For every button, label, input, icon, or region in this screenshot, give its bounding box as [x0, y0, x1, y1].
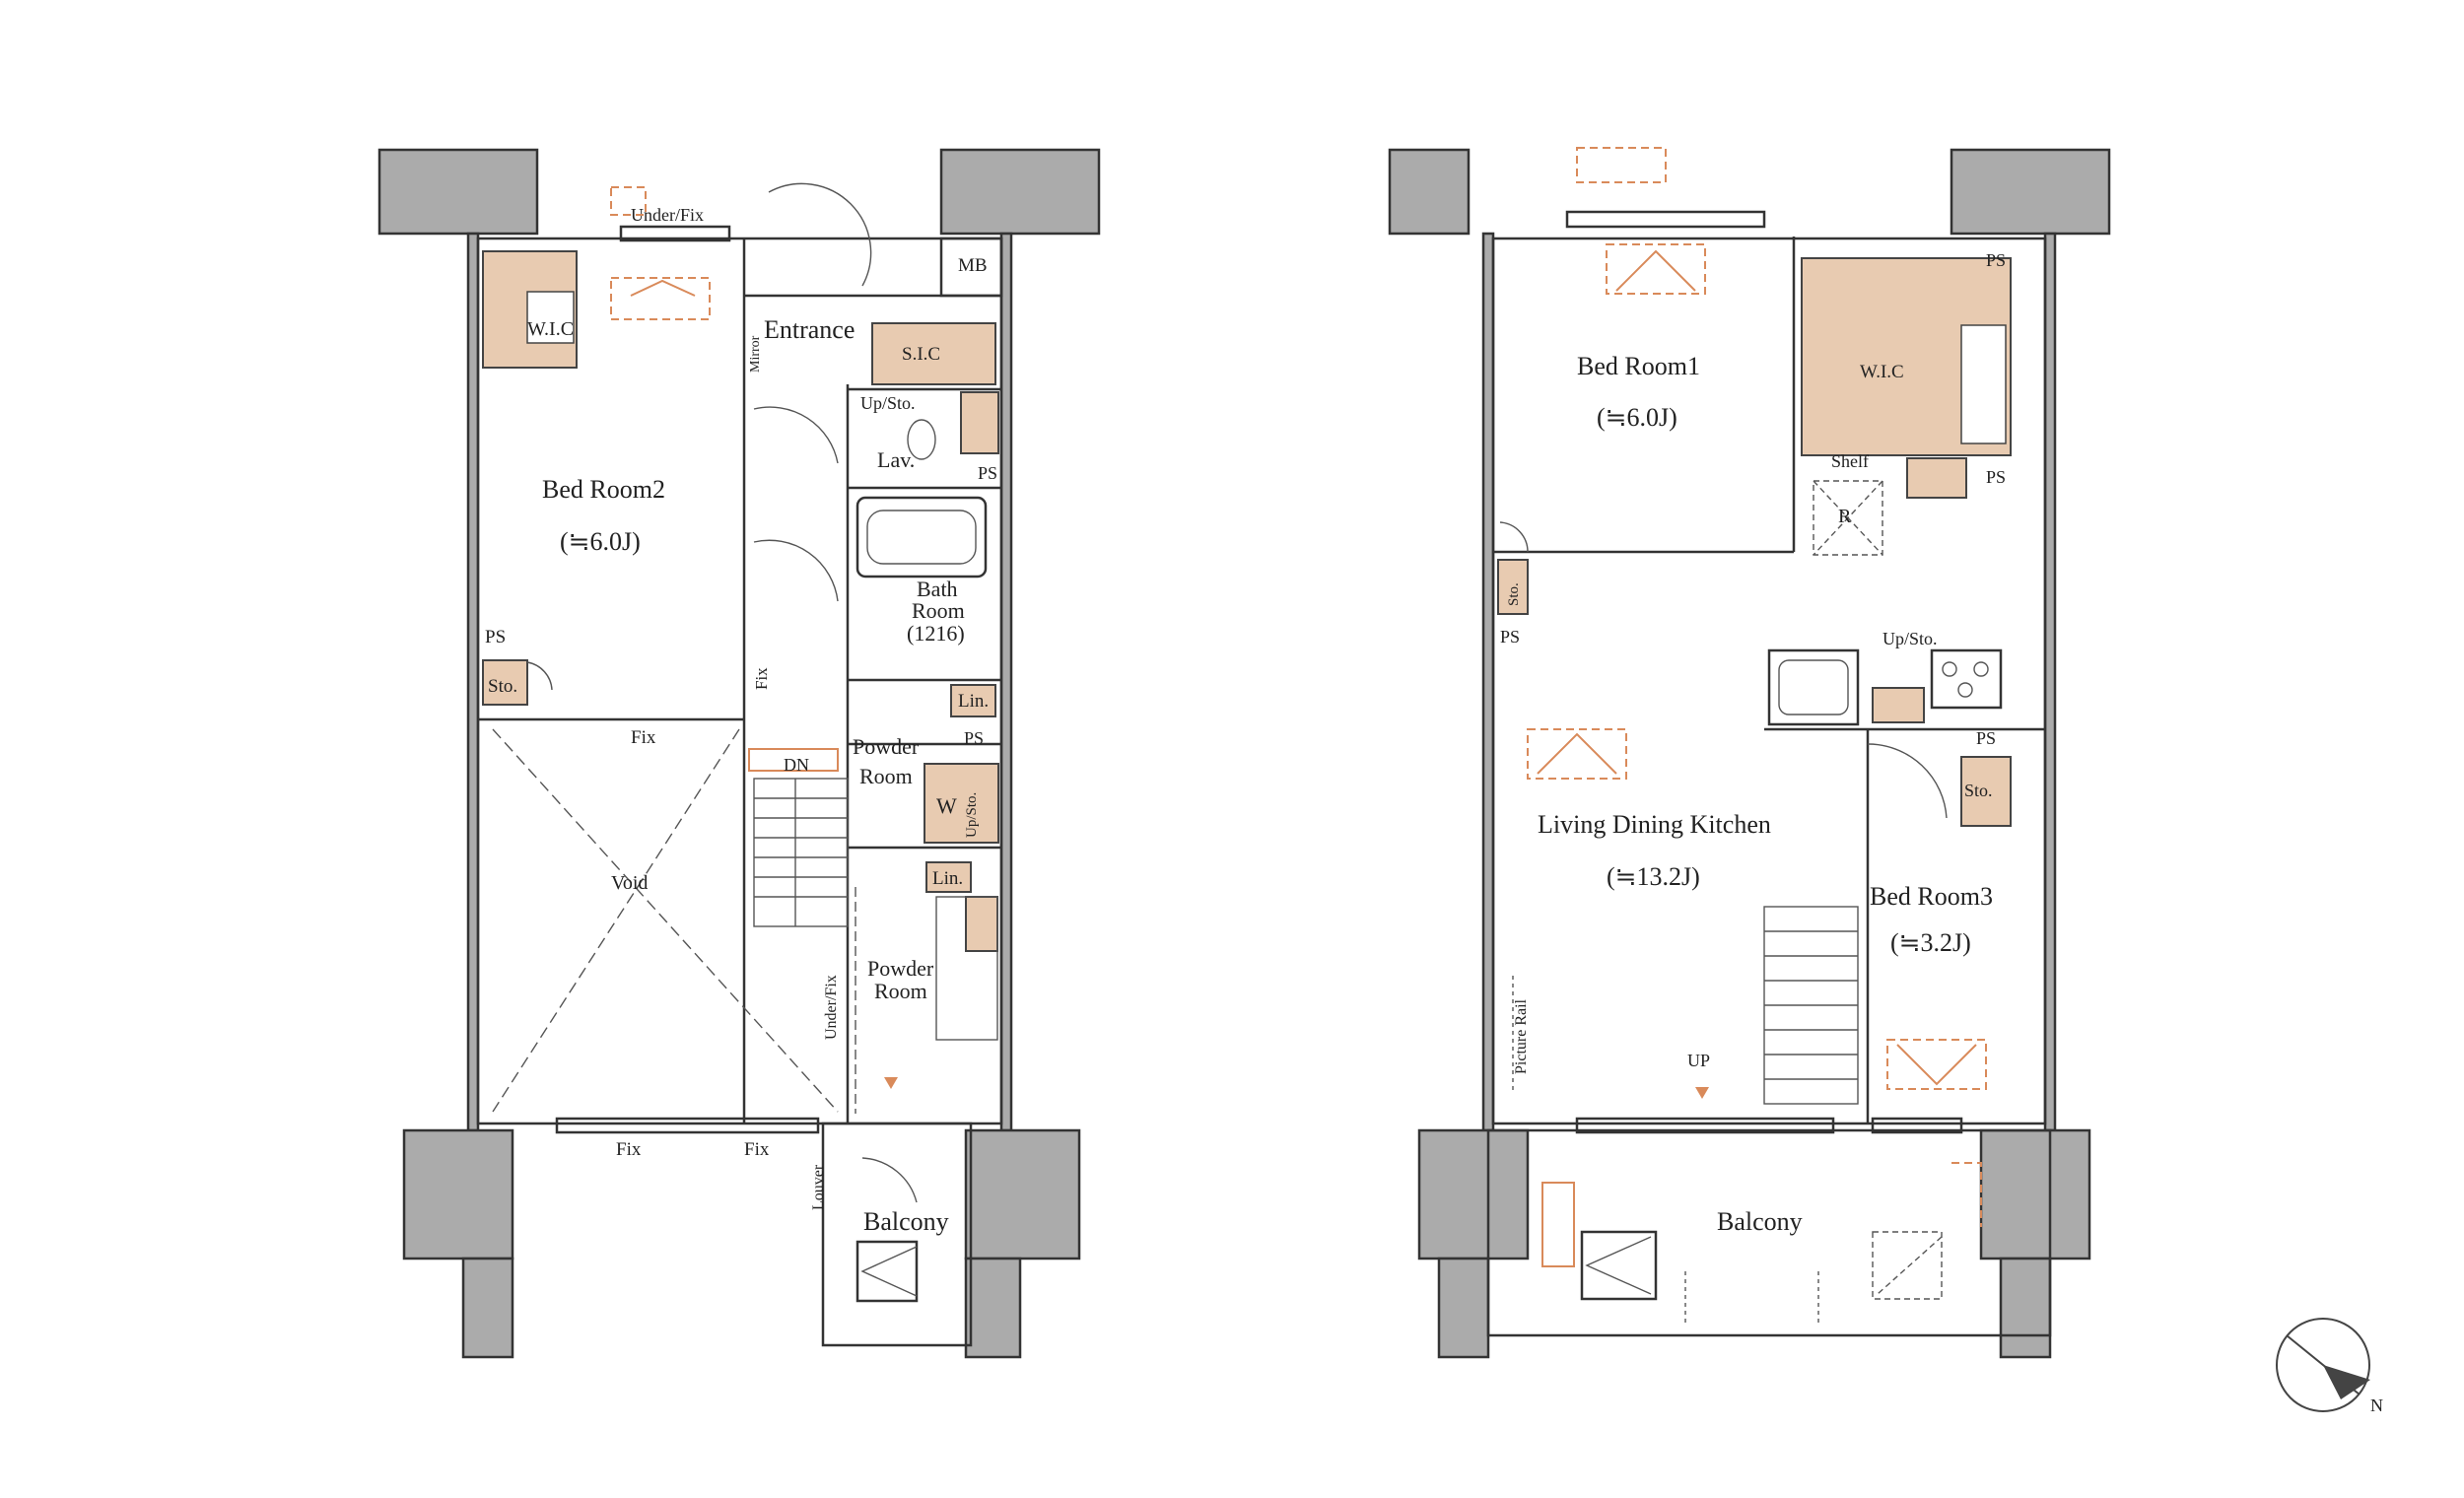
lin-label-2: Lin. — [932, 868, 963, 889]
bathtub — [856, 496, 988, 579]
bath-label-2: Room — [912, 598, 965, 623]
fix-label-2: Fix — [752, 667, 771, 690]
right-unit: Bed Room1 (≒6.0J) W.I.C Shelf PS PS R St… — [1388, 147, 2111, 1359]
ac-unit-right — [1580, 1230, 1658, 1301]
entrance-label: Entrance — [764, 315, 855, 344]
ldk-size: (≒13.2J) — [1607, 862, 1700, 891]
right-wic-label: W.I.C — [1860, 362, 1904, 382]
shelf-label: Shelf — [1831, 451, 1869, 471]
bed-room3-label: Bed Room3 — [1870, 882, 1993, 911]
mirror-label: Mirror — [748, 335, 763, 373]
louver-label: Louver — [810, 1164, 827, 1210]
void-label: Void — [611, 872, 648, 894]
washer-space — [924, 763, 999, 844]
stairs-right — [1763, 906, 1859, 1105]
bed-room2-label: Bed Room2 — [542, 475, 665, 504]
up-sto-label: Up/Sto. — [860, 393, 916, 413]
sto-label: Sto. — [488, 676, 517, 697]
bed-room3-size: (≒3.2J) — [1890, 928, 1971, 957]
washer-label: W — [936, 793, 957, 818]
powder-room-1-label-a: Powder — [853, 734, 920, 759]
up-label: UP — [1687, 1051, 1710, 1070]
stairs-left — [753, 778, 849, 927]
left-unit-walls — [377, 148, 1101, 1359]
fix-label-3: Fix — [616, 1139, 642, 1160]
ac-unit-left — [856, 1240, 919, 1303]
stove — [1930, 648, 2003, 710]
fix-label-4: Fix — [744, 1139, 770, 1160]
dn-label: DN — [784, 755, 809, 775]
ps-label-r-b: PS — [1986, 467, 2006, 487]
lin-label-1: Lin. — [958, 691, 989, 712]
right-balcony — [1486, 1128, 2052, 1337]
right-unit-outline — [1491, 237, 2047, 1125]
sic-label: S.I.C — [902, 344, 940, 365]
bath-label-1: Bath — [917, 577, 958, 601]
powder-room-1-label-b: Room — [859, 764, 913, 788]
north-label: N — [2370, 1396, 2383, 1415]
powder-room-2-label-a: Powder — [867, 956, 934, 981]
picture-rail-label: Picture Rail — [1513, 998, 1530, 1074]
bed-room1-label: Bed Room1 — [1577, 352, 1700, 380]
window-bed2 — [619, 225, 731, 242]
mb-label: MB — [958, 255, 988, 276]
ps-label-a: PS — [978, 463, 997, 483]
wic-label: W.I.C — [527, 318, 574, 340]
ps-label-b: PS — [485, 627, 506, 647]
sto-label-r2: Sto. — [1964, 781, 1993, 800]
ps-label-c: PS — [964, 728, 984, 748]
ps-label-r-d: PS — [1976, 728, 1996, 748]
lav-label: Lav. — [877, 447, 915, 472]
left-balcony-label: Balcony — [863, 1207, 949, 1236]
powder-room-2-label-b: Room — [874, 979, 927, 1003]
window-bed1 — [1565, 210, 1766, 229]
kitchen-sink — [1767, 648, 1860, 726]
window-void — [555, 1117, 820, 1134]
up-sto-label-r: Up/Sto. — [1882, 629, 1938, 648]
under-fix-label: Under/Fix — [631, 205, 704, 225]
left-balcony — [821, 1122, 973, 1347]
up-sto-label-2: Up/Sto. — [964, 792, 980, 838]
ps-label-r-c: PS — [1500, 627, 1520, 647]
fix-label-1: Fix — [631, 727, 656, 748]
ps-label-r-a: PS — [1986, 250, 2006, 270]
bed-room2-size: (≒6.0J) — [560, 527, 641, 556]
bed-room1-size: (≒6.0J) — [1597, 403, 1677, 432]
north-compass: N — [2276, 1318, 2383, 1415]
sic-cabinet — [871, 322, 996, 385]
r-label: R — [1838, 506, 1852, 527]
under-fix-label-2: Under/Fix — [823, 975, 840, 1040]
right-balcony-label: Balcony — [1717, 1207, 1803, 1236]
ldk-label: Living Dining Kitchen — [1538, 810, 1771, 839]
bath-label-3: (1216) — [907, 621, 965, 646]
sto-label-r1: Sto. — [1506, 582, 1522, 606]
left-unit: W.I.C Under/Fix Entrance Mirror S.I.C MB… — [377, 148, 1101, 1359]
